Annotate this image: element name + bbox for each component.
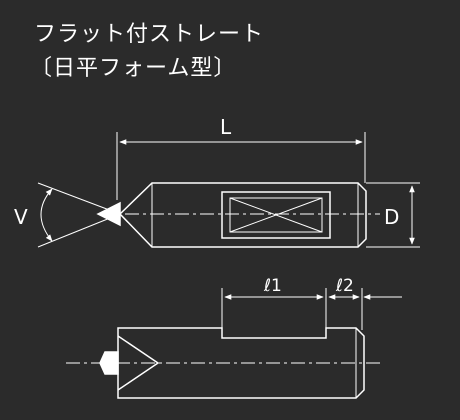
diagram-subtitle: 〔日平フォーム型〕 [30,56,237,81]
angle-line-lower [37,213,121,248]
label-l1: ℓ1 [263,276,282,296]
angle-line-upper [37,182,121,215]
label-l2: ℓ2 [335,276,354,296]
side-cone [117,335,160,391]
label-D: D [384,205,399,229]
label-V: V [14,205,28,229]
side-view [66,288,402,399]
top-view [37,132,420,248]
angle-arc-V [40,188,53,242]
tool-body-outline [118,182,367,248]
flat-area [221,191,331,239]
diagram-title: フラット付ストレート [34,22,265,47]
label-L: L [220,115,232,139]
flat-area-inner [229,197,323,233]
flat-diagonal-2 [229,197,323,233]
